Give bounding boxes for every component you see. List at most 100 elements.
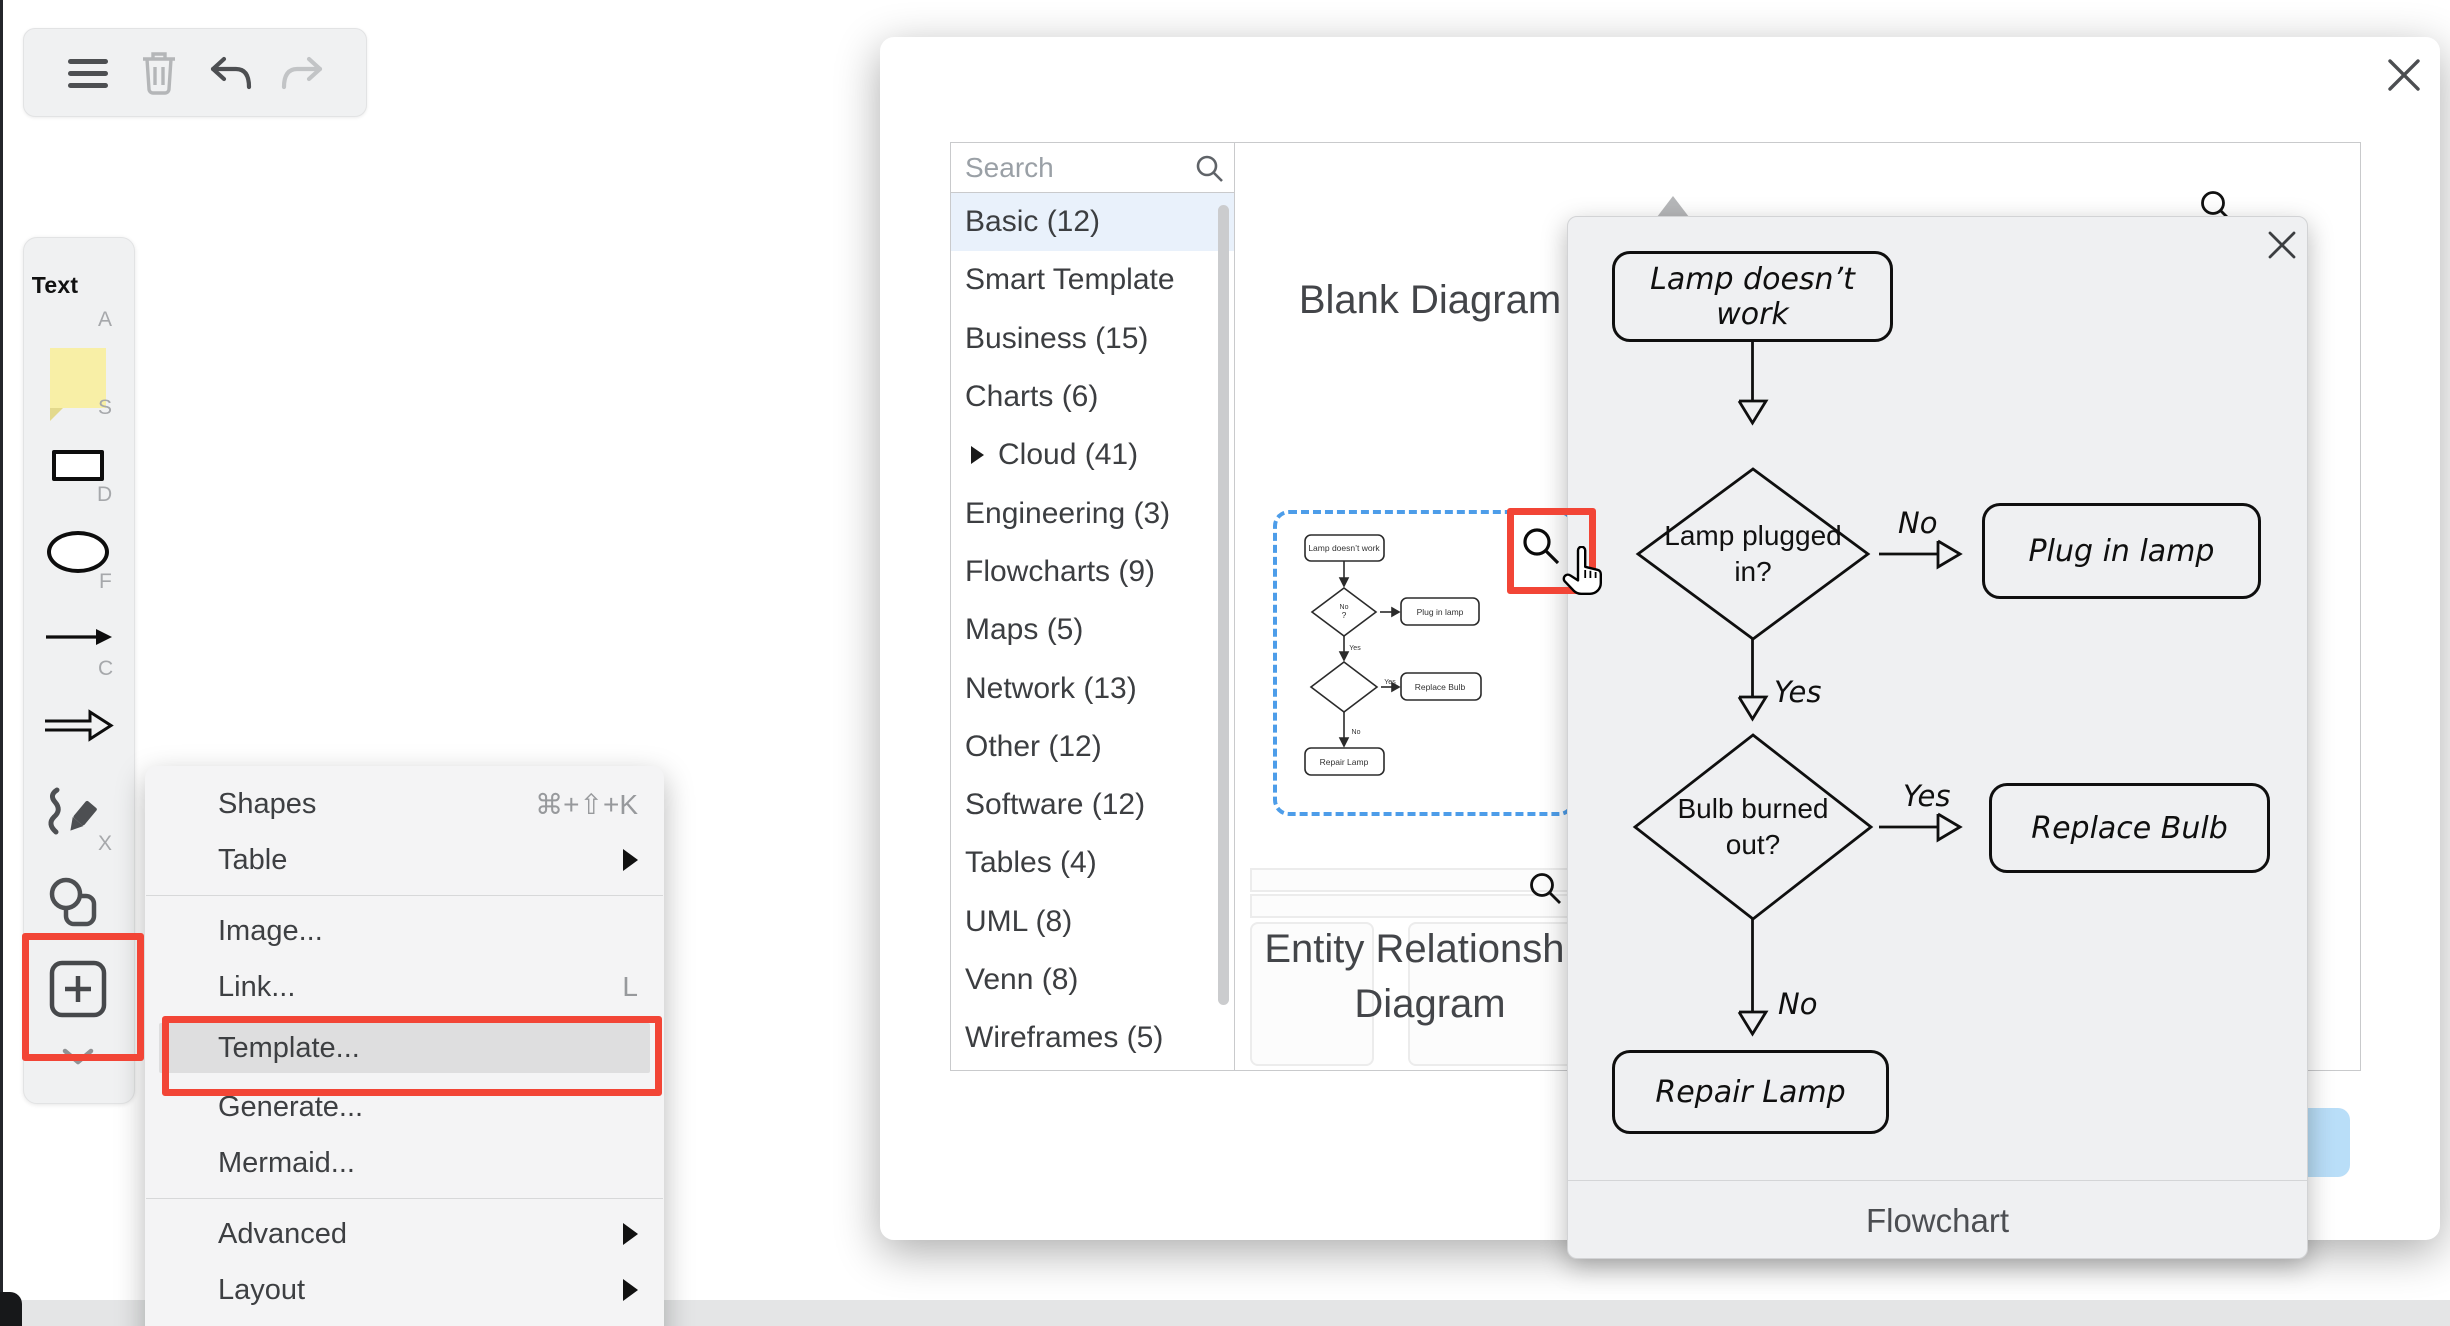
category-item-flowcharts[interactable]: Flowcharts (9) xyxy=(951,543,1234,601)
popup-caret xyxy=(1657,196,1689,217)
menu-separator xyxy=(146,1198,663,1199)
menu-item-generate[interactable]: Generate... xyxy=(145,1079,664,1135)
arrow-tool[interactable] xyxy=(44,622,114,652)
category-label: Tables (4) xyxy=(965,846,1097,880)
category-item-smart-template[interactable]: Smart Template xyxy=(951,251,1234,309)
window-corner xyxy=(0,1292,22,1326)
main-menu-button[interactable] xyxy=(62,47,114,99)
flowchart-edge-no2: No xyxy=(1778,987,1818,1021)
template-entity-relationship[interactable]: Entity Relationship Diagram xyxy=(1264,927,1596,1026)
menu-item-label: Table xyxy=(218,843,288,876)
category-item-uml[interactable]: UML (8) xyxy=(951,893,1234,951)
chevron-down-icon[interactable] xyxy=(62,1048,94,1066)
category-item-maps[interactable]: Maps (5) xyxy=(951,601,1234,659)
flowchart-edge-no1: No xyxy=(1898,506,1938,540)
category-label: Software (12) xyxy=(965,788,1146,822)
menu-separator xyxy=(146,895,663,896)
popup-footer-separator xyxy=(1568,1180,2307,1181)
category-label: UML (8) xyxy=(965,904,1073,938)
menu-item-shortcut: L xyxy=(622,971,638,1002)
submenu-arrow-icon xyxy=(623,1279,638,1301)
category-label: Business (15) xyxy=(965,321,1149,355)
category-label: Maps (5) xyxy=(965,613,1084,647)
er-thumbnail-row xyxy=(1250,894,1584,918)
flowchart-edge-yes2: Yes xyxy=(1903,779,1951,813)
menu-item-label: Mermaid... xyxy=(218,1146,355,1179)
category-list: Basic (12) Smart Template Business (15) … xyxy=(951,193,1234,1070)
note-fold xyxy=(50,408,63,421)
submenu-arrow-icon xyxy=(623,1223,638,1245)
menu-item-shapes[interactable]: Shapes ⌘+⇧+K xyxy=(145,776,664,832)
menu-item-table[interactable]: Table xyxy=(145,832,664,888)
category-item-other[interactable]: Other (12) xyxy=(951,718,1234,776)
redo-button[interactable] xyxy=(276,47,328,99)
shortcut-label: C xyxy=(98,657,114,680)
note-tool[interactable] xyxy=(50,348,106,421)
category-label: Smart Template xyxy=(965,263,1175,297)
mini-node-label: Lamp doesn’t work xyxy=(1308,543,1380,553)
zoom-preview-icon-flowchart[interactable] xyxy=(1520,525,1562,567)
shapes-tool[interactable] xyxy=(46,876,104,932)
menu-item-advanced[interactable]: Advanced xyxy=(145,1206,664,1262)
submenu-arrow-icon xyxy=(623,849,638,871)
flowchart-edge-yes1: Yes xyxy=(1774,675,1822,709)
category-item-business[interactable]: Business (15) xyxy=(951,310,1234,368)
category-item-network[interactable]: Network (13) xyxy=(951,659,1234,717)
dialog-close-icon[interactable] xyxy=(2387,58,2421,92)
category-item-wireframes[interactable]: Wireframes (5) xyxy=(951,1009,1234,1067)
category-label: Network (13) xyxy=(965,671,1137,705)
menu-item-label: Advanced xyxy=(218,1217,347,1250)
flowchart-node-start: Lamp doesn’t work xyxy=(1612,251,1893,342)
menu-item-label: Link... xyxy=(218,970,296,1003)
shortcut-label: X xyxy=(98,832,113,855)
text-tool[interactable]: Text xyxy=(31,272,79,298)
undo-button[interactable] xyxy=(205,47,257,99)
menu-item-label: Image... xyxy=(218,914,323,947)
category-item-charts[interactable]: Charts (6) xyxy=(951,368,1234,426)
draw-tool[interactable] xyxy=(46,786,106,838)
category-item-engineering[interactable]: Engineering (3) xyxy=(951,484,1234,542)
category-label: Venn (8) xyxy=(965,963,1079,996)
menu-item-mermaid[interactable]: Mermaid... xyxy=(145,1135,664,1191)
search-icon xyxy=(1196,155,1223,182)
create-button[interactable] xyxy=(2305,1108,2350,1177)
flowchart-node-q2: Bulb burned out? xyxy=(1677,793,1829,860)
mini-node-label: ? xyxy=(1342,610,1347,620)
expand-arrow-icon xyxy=(971,446,984,465)
category-item-cloud[interactable]: Cloud (41) xyxy=(951,426,1234,484)
zoom-preview-icon-er[interactable] xyxy=(1527,870,1563,906)
menu-item-layout[interactable]: Layout xyxy=(145,1262,664,1318)
category-label: Cloud (41) xyxy=(998,438,1139,472)
rectangle-tool[interactable] xyxy=(52,450,104,481)
mini-edge-label: No xyxy=(1352,729,1361,736)
popup-close-icon[interactable] xyxy=(2266,229,2298,261)
menu-item-link[interactable]: Link... L xyxy=(145,959,664,1015)
template-blank-diagram[interactable]: Blank Diagram xyxy=(1298,278,1562,322)
template-preview-popup: Lamp doesn’t work Lamp plugged in? No Pl… xyxy=(1567,216,2308,1259)
menu-item-label: Shapes xyxy=(218,787,317,820)
hamburger-menu-icon xyxy=(67,58,108,88)
ellipse-tool[interactable] xyxy=(47,531,109,573)
category-label: Charts (6) xyxy=(965,380,1099,414)
trash-icon xyxy=(143,51,176,95)
category-label: Wireframes (5) xyxy=(965,1021,1164,1055)
category-item-tables[interactable]: Tables (4) xyxy=(951,834,1234,892)
flowchart-thumbnail[interactable]: Lamp doesn’t work No ? Plug in lamp Yes … xyxy=(1293,526,1543,804)
category-label: Engineering (3) xyxy=(965,496,1171,530)
menu-item-label: Template... xyxy=(218,1031,360,1064)
category-item-venn[interactable]: Venn (8) xyxy=(951,951,1234,1009)
line-tool[interactable] xyxy=(42,708,114,743)
shortcut-label: D xyxy=(97,483,113,506)
category-item-basic[interactable]: Basic (12) xyxy=(951,193,1234,252)
category-item-software[interactable]: Software (12) xyxy=(951,776,1234,834)
mini-node-label: Repair Lamp xyxy=(1320,757,1369,767)
search-input[interactable] xyxy=(951,143,1234,192)
delete-button[interactable] xyxy=(133,47,185,99)
insert-tool[interactable] xyxy=(49,960,107,1018)
category-scrollbar[interactable] xyxy=(1218,205,1229,1005)
menu-item-image[interactable]: Image... xyxy=(145,903,664,959)
menu-item-shortcut: ⌘+⇧+K xyxy=(535,788,638,820)
menu-item-template[interactable]: Template... xyxy=(159,1023,650,1073)
shortcut-label: S xyxy=(98,396,113,419)
